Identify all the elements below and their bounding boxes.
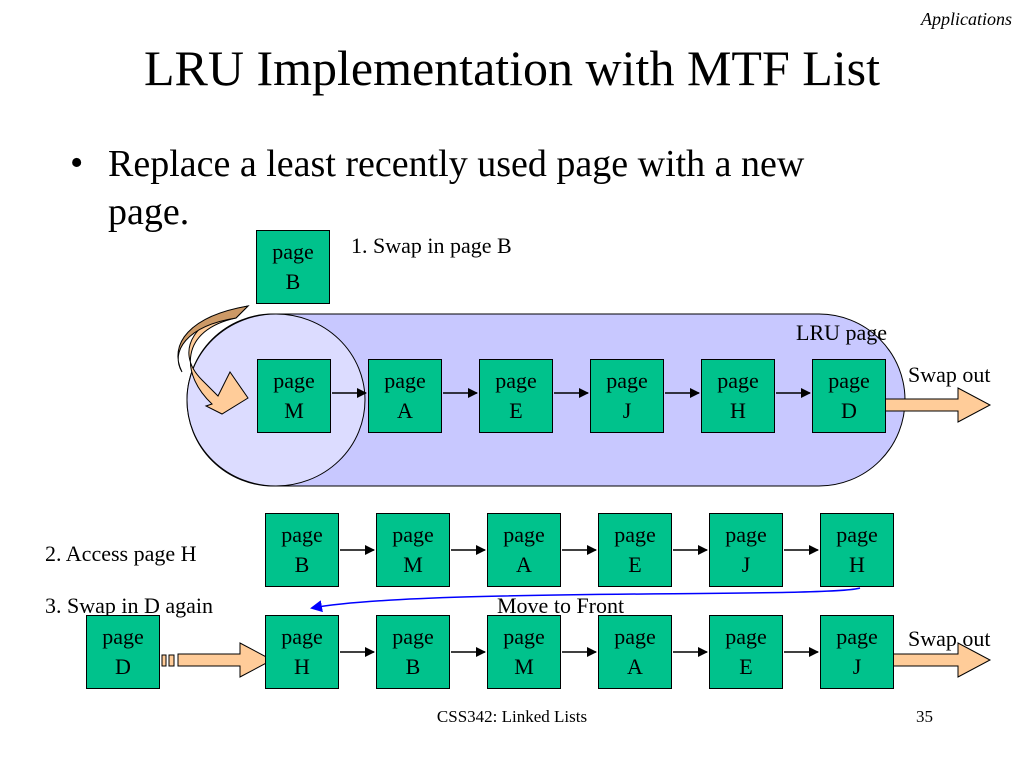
page-word: page <box>281 624 323 649</box>
page-box: page H <box>701 359 775 433</box>
step2-label: 2. Access page H <box>45 541 197 566</box>
row3-swap-out-label: Swap out <box>908 626 991 651</box>
page-letter: M <box>284 398 304 423</box>
page-letter: J <box>622 398 632 423</box>
slide-title: LRU Implementation with MTF List <box>143 40 881 96</box>
page-box: page A <box>368 359 442 433</box>
swap-in-curved-arrow <box>177 305 250 415</box>
page-word: page <box>828 368 870 393</box>
lru-page-label: LRU page <box>796 320 888 345</box>
page-word: page <box>503 624 545 649</box>
incoming-page-box: page D <box>86 615 160 689</box>
bullet-marker: • <box>70 142 84 184</box>
page-letter: J <box>852 654 862 679</box>
page-letter: A <box>516 552 532 577</box>
page-word: page <box>102 624 144 649</box>
page-box: page H <box>265 615 339 689</box>
page-box: page M <box>487 615 561 689</box>
page-word: page <box>717 368 759 393</box>
page-letter: D <box>841 398 857 423</box>
page-word: page <box>614 522 656 547</box>
page-letter: M <box>514 654 534 679</box>
page-box: page M <box>257 359 331 433</box>
page-box: page J <box>709 513 783 587</box>
page-word: page <box>384 368 426 393</box>
page-box: page A <box>487 513 561 587</box>
page-box: page A <box>598 615 672 689</box>
page-word: page <box>272 239 314 264</box>
page-box: page E <box>598 513 672 587</box>
page-letter: H <box>294 654 310 679</box>
page-letter: D <box>115 654 131 679</box>
page-letter: M <box>403 552 423 577</box>
page-number: 35 <box>916 707 933 726</box>
page-word: page <box>836 624 878 649</box>
page-word: page <box>392 624 434 649</box>
footer-course: CSS342: Linked Lists <box>436 707 588 726</box>
section-tag: Applications <box>921 9 1012 29</box>
incoming-page-box: page B <box>256 230 330 304</box>
move-to-front-arrow <box>310 587 861 613</box>
page-word: page <box>281 522 323 547</box>
page-letter: J <box>741 552 751 577</box>
page-word: page <box>495 368 537 393</box>
page-word: page <box>273 368 315 393</box>
page-word: page <box>503 522 545 547</box>
page-letter: B <box>405 654 421 679</box>
page-word: page <box>836 522 878 547</box>
page-letter: E <box>509 398 523 423</box>
page-box: page E <box>479 359 553 433</box>
page-letter: E <box>628 552 642 577</box>
page-box: page B <box>376 615 450 689</box>
step1-label: 1. Swap in page B <box>351 233 512 258</box>
row3-swap-in-arrow <box>161 642 274 678</box>
bullet-text: Replace a least recently used page with … <box>108 143 805 233</box>
page-word: page <box>392 522 434 547</box>
page-letter: H <box>730 398 746 423</box>
accessed-page-box: page H <box>820 513 894 587</box>
page-letter: E <box>739 654 753 679</box>
page-word: page <box>725 522 767 547</box>
step3-label: 3. Swap in D again <box>45 593 214 618</box>
page-letter: B <box>294 552 310 577</box>
page-letter: B <box>285 269 301 294</box>
page-word: page <box>725 624 767 649</box>
page-word: page <box>606 368 648 393</box>
page-box: page M <box>376 513 450 587</box>
lru-page-box: page J <box>820 615 894 689</box>
row1-swap-out-label: Swap out <box>908 362 991 387</box>
page-letter: H <box>849 552 865 577</box>
lru-page-box: page D <box>812 359 886 433</box>
move-to-front-label: Move to Front <box>497 593 625 618</box>
page-box: page B <box>265 513 339 587</box>
page-letter: A <box>627 654 643 679</box>
page-word: page <box>614 624 656 649</box>
page-letter: A <box>397 398 413 423</box>
page-box: page E <box>709 615 783 689</box>
page-box: page J <box>590 359 664 433</box>
